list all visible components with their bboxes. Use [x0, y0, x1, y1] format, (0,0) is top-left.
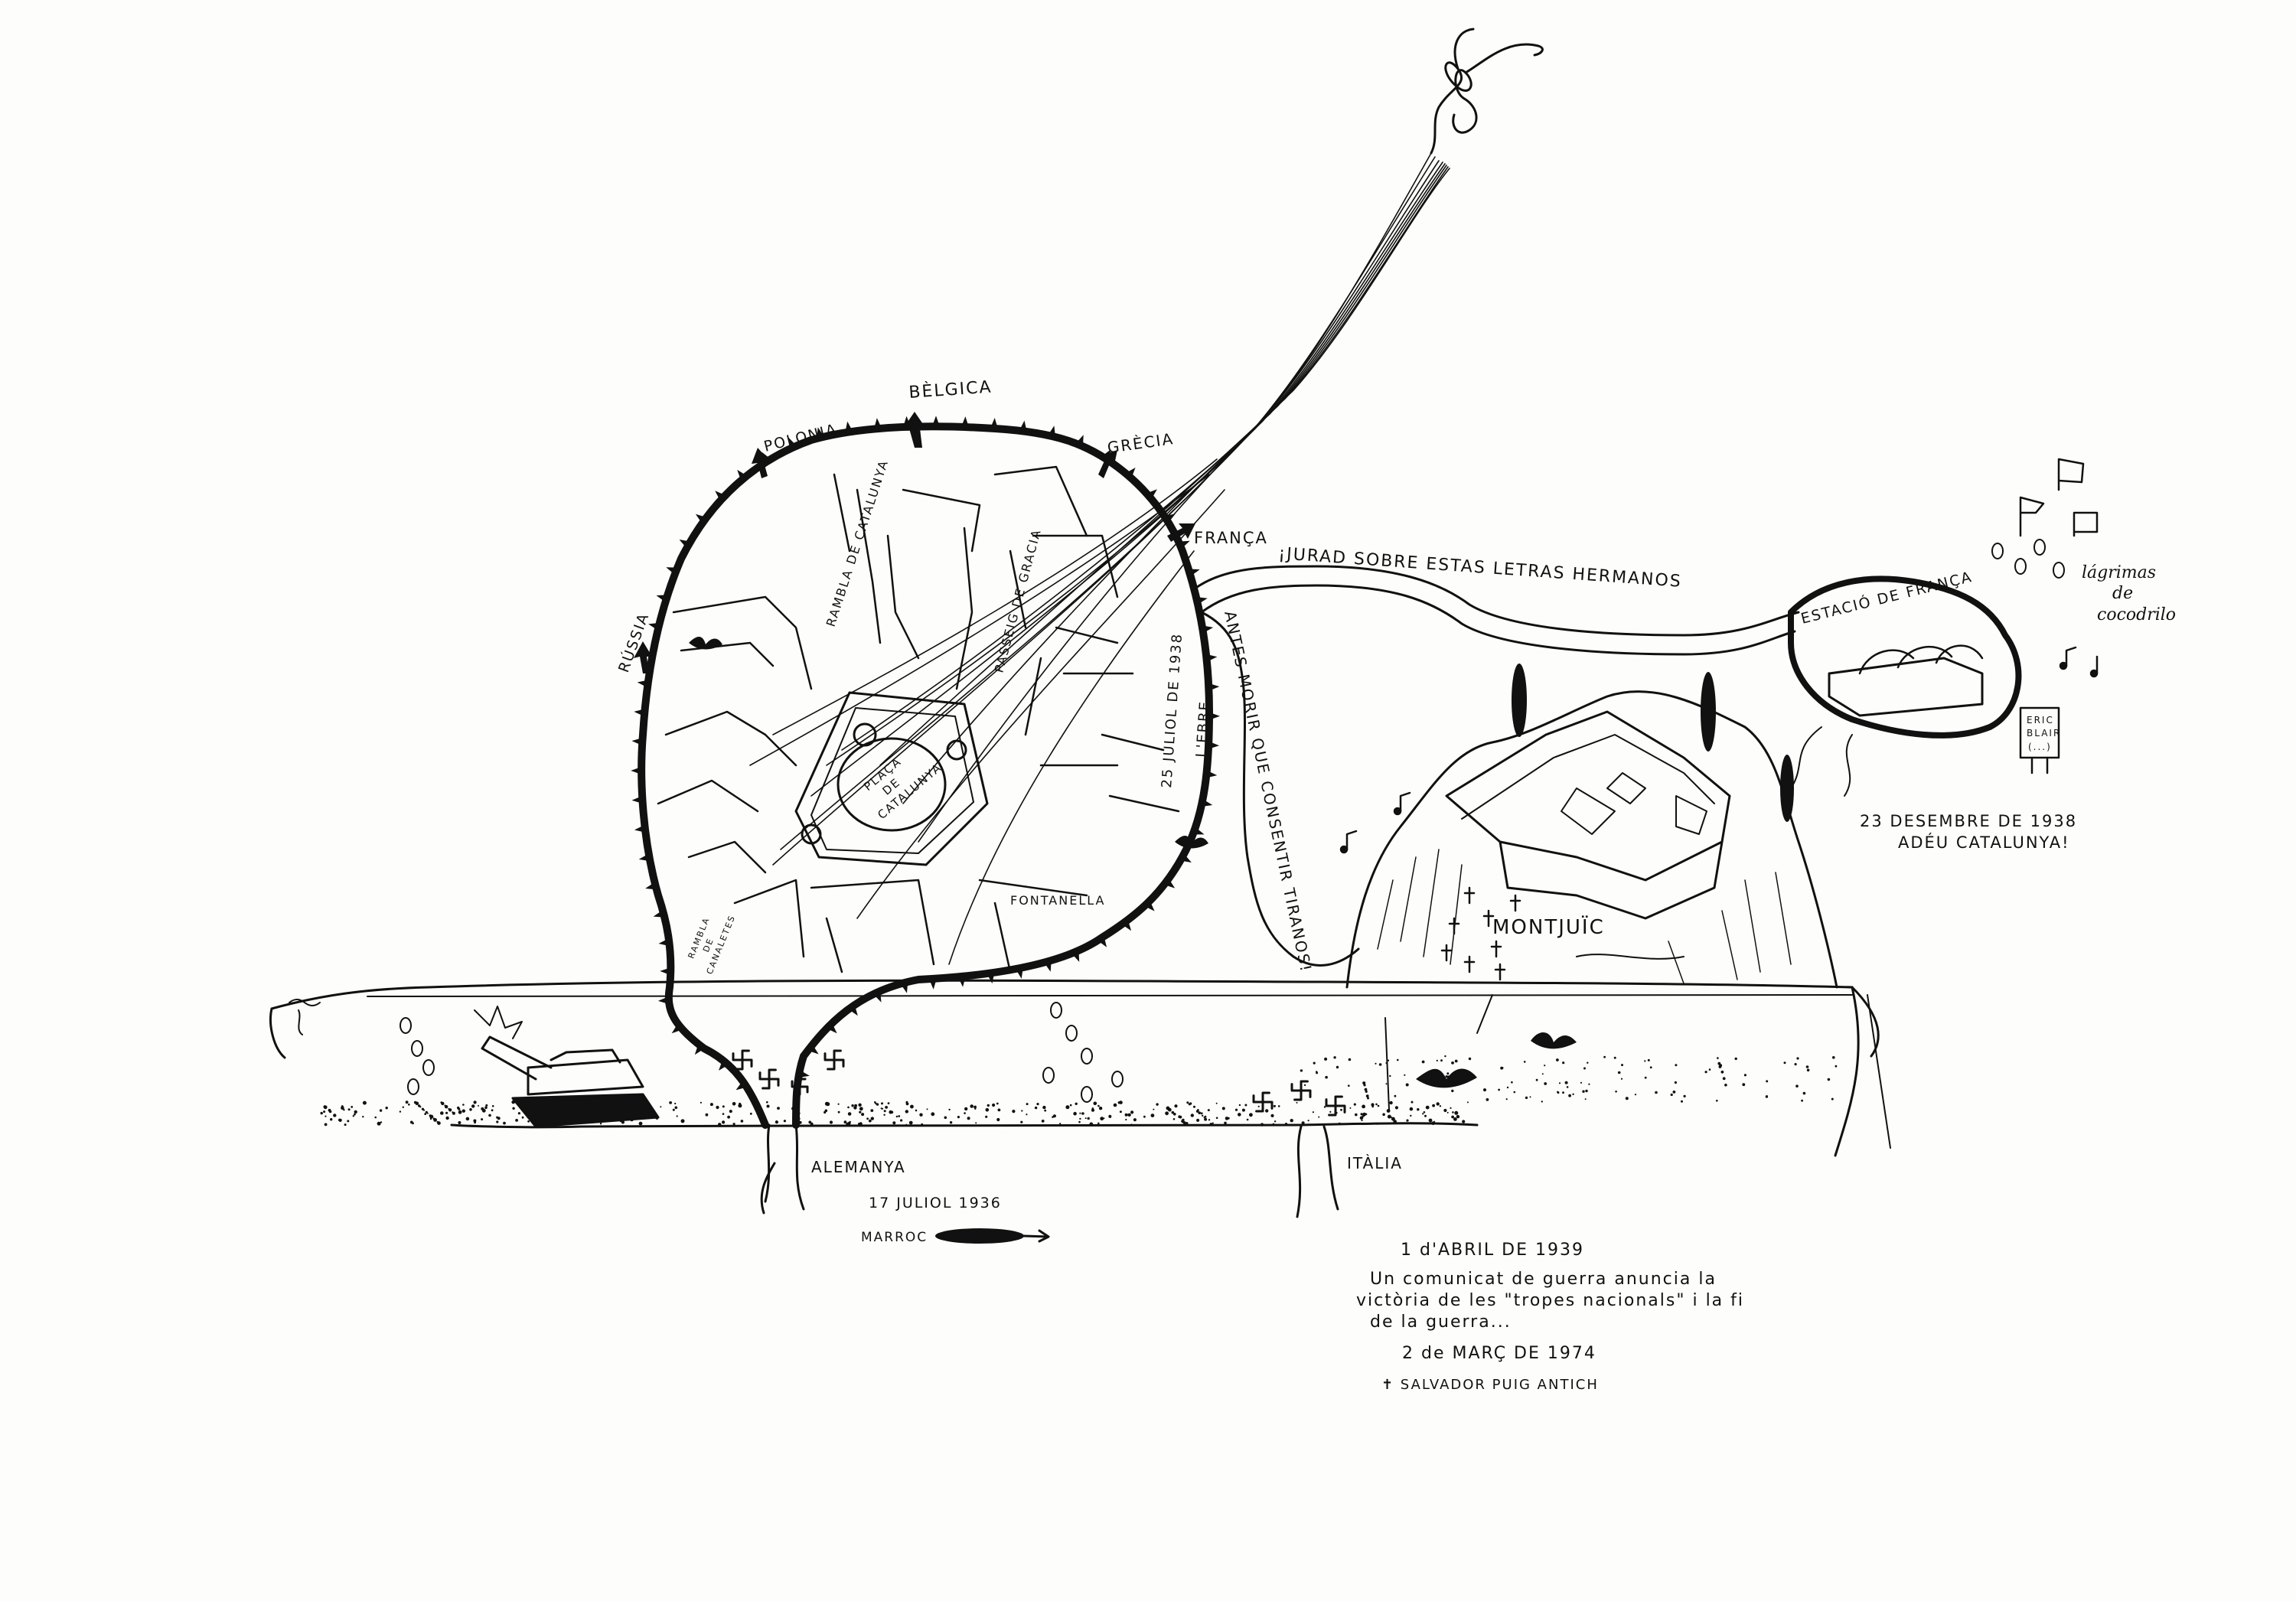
label-marc-date: 2 de MARÇ DE 1974	[1402, 1344, 1596, 1363]
cross-icon	[1440, 886, 1521, 981]
svg-text:ERIC: ERIC	[2027, 715, 2054, 726]
label-ebre-date: 25 JULIOL DE 1938	[1159, 632, 1186, 788]
label-grecia: GRÈCIA	[1106, 429, 1175, 457]
svg-text:lágrimas: lágrimas	[2082, 563, 2156, 582]
label-comunicat-3: de la guerra...	[1370, 1312, 1512, 1332]
ribbon-jurad	[1192, 565, 1800, 656]
marroc-smudge	[935, 1228, 1050, 1244]
montjuic-castle	[1345, 690, 1838, 989]
swastika-icon	[732, 1049, 1346, 1117]
svg-text:cocodrilo: cocodrilo	[2097, 605, 2176, 624]
label-fontanella: FONTANELLA	[1010, 893, 1105, 908]
bird-icon	[689, 637, 1577, 1088]
ground-terrain	[269, 979, 1891, 1157]
label-adeu: ADÉU CATALUNYA!	[1898, 833, 2070, 852]
label-polonia: POLONIA	[762, 421, 840, 455]
label-puig-antich: ✝ SALVADOR PUIG ANTICH	[1381, 1377, 1599, 1393]
flag-icon	[2019, 458, 2099, 537]
rim-arrows	[634, 412, 1195, 673]
eric-blair-sign	[2019, 706, 2060, 774]
bombs	[400, 539, 2065, 1103]
label-eric-blair: ERIC BLAIR (...)	[2027, 715, 2061, 752]
label-rambla-canaletes: RAMBLA DE CANALETES	[686, 913, 737, 976]
label-lagrimas: lágrimas de cocodrilo	[2082, 563, 2176, 624]
label-franca: FRANÇA	[1194, 529, 1268, 547]
label-abril-date: 1 d'ABRIL DE 1939	[1401, 1241, 1584, 1260]
label-ebre: L'EBRE	[1193, 699, 1213, 758]
tank-icon	[474, 1006, 660, 1128]
music-note-icon	[1339, 646, 2099, 854]
svg-text:de: de	[2112, 584, 2133, 603]
estacio-franca	[1788, 576, 2022, 797]
ribbon-antes-morir	[1200, 611, 1360, 967]
label-alemanya: ALEMANYA	[811, 1158, 906, 1176]
label-antes-morir: ANTES MORIR QUE CONSENTIR TIRANOS!	[1221, 609, 1316, 974]
label-rambla-catalunya: RAMBLA DE CATALUNYA	[823, 458, 892, 628]
roots	[760, 1123, 1339, 1218]
svg-text:BLAIR: BLAIR	[2027, 728, 2061, 739]
label-adeu-date: 23 DESEMBRE DE 1938	[1860, 812, 2077, 830]
label-comunicat-1: Un comunicat de guerra anuncia la	[1370, 1270, 1717, 1289]
label-montjuic: MONTJUÏC	[1492, 915, 1605, 939]
balloon-knot	[1430, 28, 1544, 155]
label-italia: ITÀLIA	[1347, 1154, 1403, 1172]
label-juliol-date: 17 JULIOL 1936	[869, 1195, 1002, 1211]
label-comunicat-2: victòria de les "tropes nacionals" i la …	[1356, 1291, 1744, 1310]
balloon-city-map	[631, 28, 1544, 1129]
svg-text:(...): (...)	[2028, 742, 2052, 752]
label-marroc: MARROC	[861, 1230, 928, 1245]
balloon-strings	[749, 152, 1450, 965]
label-belgica: BÈLGICA	[908, 377, 993, 403]
cypress-tree-icon	[1512, 664, 1794, 822]
